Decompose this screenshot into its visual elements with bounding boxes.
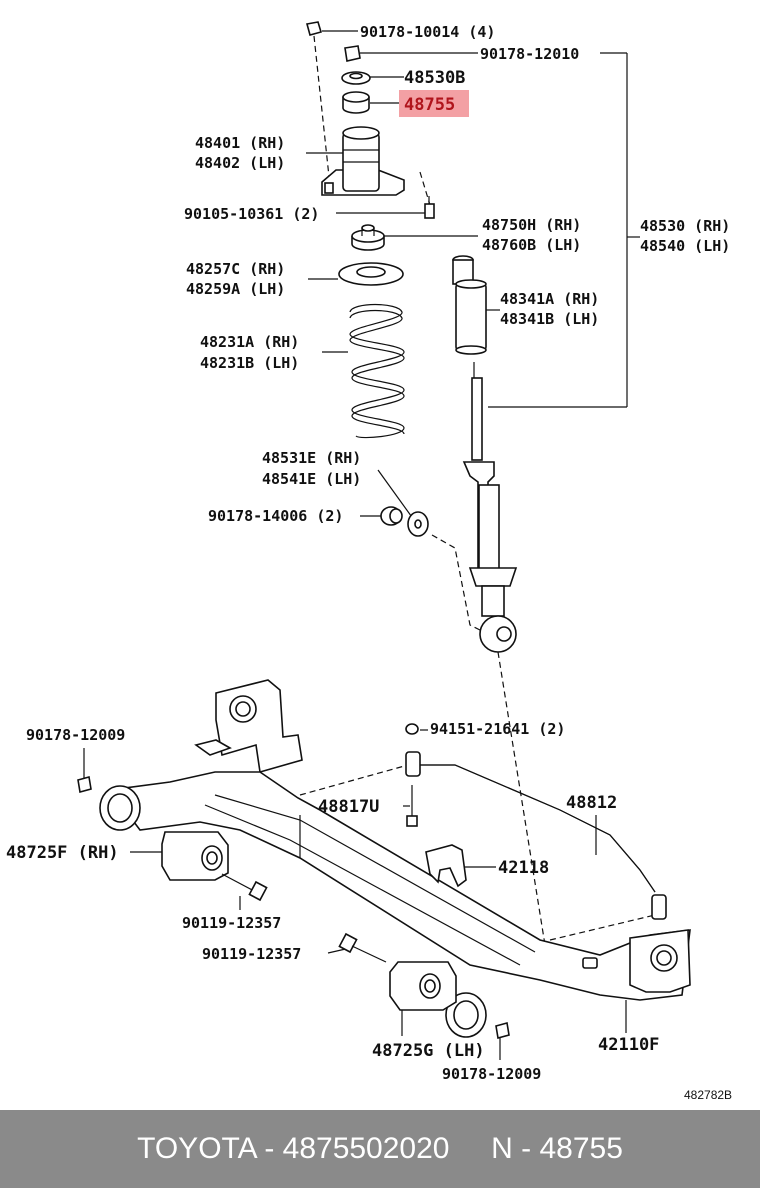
label-48530: 48530 (RH): [640, 217, 730, 235]
label-90178-12009-left: 90178-12009: [26, 726, 125, 744]
label-42110f: 42110F: [598, 1035, 659, 1055]
label-48812: 48812: [566, 793, 617, 813]
label-90178-12009-right: 90178-12009: [442, 1065, 541, 1083]
spring-seat-upper: [351, 224, 385, 251]
label-48401: 48401 (RH): [195, 134, 285, 152]
shock-absorber: [462, 362, 518, 653]
leader-lines: [83, 30, 640, 1060]
flange-nut: [344, 45, 361, 62]
upper-mount: [321, 126, 405, 196]
label-90178-12010: 90178-12010: [480, 45, 579, 63]
lower-nut: [380, 506, 403, 526]
mount-bolt: [424, 196, 435, 219]
label-48530b: 48530B: [404, 68, 465, 88]
label-48402: 48402 (LH): [195, 154, 285, 172]
highlight-48755: [399, 90, 469, 117]
label-48725f: 48725F (RH): [6, 843, 119, 863]
label-90119-12357-a: 90119-12357: [182, 914, 281, 932]
bushing-48725f: [161, 831, 229, 881]
dashed-guides: [299, 35, 656, 946]
label-48725g: 48725G (LH): [372, 1041, 485, 1061]
label-48231a: 48231A (RH): [200, 333, 299, 351]
label-48341a: 48341A (RH): [500, 290, 599, 308]
label-48231b: 48231B (LH): [200, 354, 299, 372]
label-90178-14006: 90178-14006 (2): [208, 507, 343, 525]
labels: 90178-10014 (4) 90178-12010 48530B 48755…: [6, 23, 732, 1102]
label-48541e: 48541E (LH): [262, 470, 361, 488]
nut-94151: [405, 723, 419, 735]
coil-spring: [349, 303, 405, 439]
label-94151-21641: 94151-21641 (2): [430, 720, 565, 738]
lower-washer: [407, 511, 429, 537]
top-nut: [305, 21, 323, 36]
bracket-42118: [425, 844, 467, 888]
bolt-90119-b: [338, 932, 387, 963]
label-42118: 42118: [498, 858, 549, 878]
nut-90178-left: [77, 775, 92, 794]
label-48755: 48755: [404, 95, 455, 115]
footer-bar: TOYOTA - 4875502020 N - 48755: [0, 1110, 760, 1188]
spring-insulator: [338, 262, 404, 286]
bushing-48725g: [389, 961, 457, 1011]
axle-beam: [99, 679, 691, 1038]
label-48341b: 48341B (LH): [500, 310, 599, 328]
stabilizer-bar: [405, 751, 667, 920]
label-48259a: 48259A (LH): [186, 280, 285, 298]
label-90105-10361: 90105-10361 (2): [184, 205, 319, 223]
label-48817u: 48817U: [318, 797, 379, 817]
label-48531e: 48531E (RH): [262, 449, 361, 467]
label-48750h: 48750H (RH): [482, 216, 581, 234]
nut-90178-right: [495, 1021, 510, 1040]
washer-48530b: [341, 71, 371, 85]
parts-diagram: 90178-10014 (4) 90178-12010 48530B 48755…: [6, 21, 732, 1102]
diagram-reference-code: 482782B: [684, 1088, 732, 1102]
footer-part-text: TOYOTA - 4875502020 N - 48755: [137, 1132, 623, 1165]
label-90178-10014: 90178-10014 (4): [360, 23, 495, 41]
bump-stopper: [452, 255, 487, 355]
bolt-48817u: [406, 785, 418, 827]
label-48257c: 48257C (RH): [186, 260, 285, 278]
bushing-48755: [342, 91, 370, 114]
bolt-90119-a: [221, 873, 268, 902]
label-90119-12357-b: 90119-12357: [202, 945, 301, 963]
label-48540: 48540 (LH): [640, 237, 730, 255]
label-48760b: 48760B (LH): [482, 236, 581, 254]
